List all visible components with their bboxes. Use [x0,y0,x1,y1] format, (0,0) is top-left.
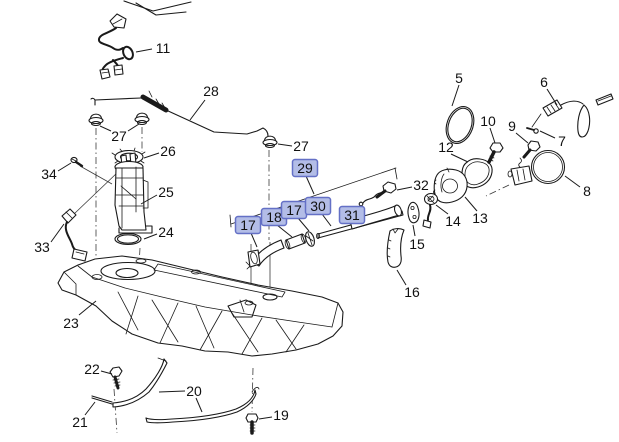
callout-number[interactable]: 17 [286,202,302,218]
callout-24[interactable]: 24 [143,224,174,240]
callout-8[interactable]: 8 [564,175,591,199]
callout-number[interactable]: 30 [310,198,326,214]
o-ring-seal-drawing [114,232,142,246]
callout-number[interactable]: 26 [160,143,176,159]
callout-number[interactable]: 11 [156,40,171,56]
fuel-cap-drawing [507,149,566,186]
seal-ring-drawing [445,106,475,144]
callout-5[interactable]: 5 [451,70,463,107]
callout-29[interactable]: 29 [291,158,319,195]
tank-strap-rear-drawing [145,386,260,424]
grommet-cap-drawing [134,112,150,126]
callout-21[interactable]: 21 [72,401,96,430]
callout-19[interactable]: 19 [258,407,289,423]
callout-number[interactable]: 33 [34,239,50,255]
callout-number[interactable]: 31 [344,207,360,223]
callout-number[interactable]: 13 [472,210,488,226]
callout-11[interactable]: 11 [135,40,171,56]
callout-number[interactable]: 23 [63,315,79,331]
callout-number[interactable]: 18 [266,209,282,225]
callout-highlight-box[interactable] [234,215,262,235]
filler-housing-drawing [433,167,468,204]
wiring-harness-drawing [97,13,134,80]
callout-labels: 11 28 27 27 26 34 25 24 33 23 22 21 20 19 5 6 10 9 7 8 12 13 1… [34,40,591,430]
callout-25[interactable]: 25 [140,184,174,205]
callout-number[interactable]: 20 [186,383,202,399]
callout-number[interactable]: 24 [158,224,174,240]
callout-16[interactable]: 16 [396,269,420,300]
callout-number[interactable]: 15 [409,236,425,252]
grommet-cap-drawing [88,113,104,127]
callout-17-hose-end[interactable]: 17 [234,215,262,248]
bolt-32-drawing [375,181,397,199]
callout-number[interactable]: 27 [293,138,309,154]
callout-number[interactable]: 22 [84,361,100,377]
callout-7[interactable]: 7 [539,130,566,149]
callout-number[interactable]: 9 [508,118,516,134]
callout-number[interactable]: 17 [240,217,256,233]
callout-number[interactable]: 28 [203,83,219,99]
bolt-9-drawing [518,140,541,169]
splash-shield-drawing [386,228,405,268]
callout-22[interactable]: 22 [84,361,113,377]
callout-number[interactable]: 21 [72,414,88,430]
body-panel-drawing [123,0,192,16]
callout-number[interactable]: 7 [558,133,566,149]
strap-bolt-19-drawing [245,413,259,435]
callout-number[interactable]: 5 [455,70,463,86]
callout-number[interactable]: 32 [413,177,429,193]
callout-31[interactable]: 31 [338,205,366,225]
callout-highlight-box[interactable] [338,205,366,225]
strap-rod-drawing [91,395,113,405]
callout-number[interactable]: 16 [404,284,420,300]
fuel-tank-drawing [57,255,344,357]
callout-28[interactable]: 28 [189,83,219,121]
callout-12[interactable]: 12 [438,139,469,163]
sensor-33-drawing [61,208,88,262]
callout-highlight-box[interactable] [304,196,332,216]
callout-number[interactable]: 14 [445,213,461,229]
callout-9[interactable]: 9 [508,118,529,144]
callout-6[interactable]: 6 [540,74,558,106]
callout-26[interactable]: 26 [143,143,176,159]
callout-number[interactable]: 19 [273,407,289,423]
callout-13[interactable]: 13 [464,196,488,226]
callout-15[interactable]: 15 [409,224,425,252]
callout-number[interactable]: 10 [480,113,496,129]
callout-17-clamp[interactable]: 17 [280,200,310,232]
strap-bolt-22-drawing [109,366,123,390]
callout-number[interactable]: 12 [438,139,454,155]
callout-20[interactable]: 20 [158,383,203,413]
callout-10[interactable]: 10 [480,113,496,144]
callout-number[interactable]: 25 [158,184,174,200]
bracket-plate-drawing [407,201,420,224]
callout-number[interactable]: 8 [583,183,591,199]
cap-tether-drawing [531,93,614,138]
fuel-pump-module-drawing [114,152,153,234]
callout-number[interactable]: 27 [111,128,127,144]
grommet-cap-drawing [262,135,278,149]
screw-34-drawing [70,156,84,168]
callout-27-right[interactable]: 27 [277,138,309,154]
callout-33[interactable]: 33 [34,223,65,255]
bolt-10-drawing [487,142,504,164]
callout-34[interactable]: 34 [41,162,72,182]
fuel-pipe-drawing [90,90,269,137]
callout-27-pair[interactable]: 27 [99,123,140,144]
callout-number[interactable]: 29 [297,160,313,176]
grommet-drawing [422,192,439,229]
callout-highlight-box[interactable] [291,158,319,178]
callout-number[interactable]: 6 [540,74,548,90]
callout-32[interactable]: 32 [396,177,429,193]
callout-23[interactable]: 23 [63,300,97,331]
tank-strap-front-drawing [112,357,168,408]
screw-7-drawing [526,127,539,134]
callout-30[interactable]: 30 [304,196,332,227]
callout-number[interactable]: 34 [41,166,57,182]
callout-14[interactable]: 14 [435,204,461,229]
